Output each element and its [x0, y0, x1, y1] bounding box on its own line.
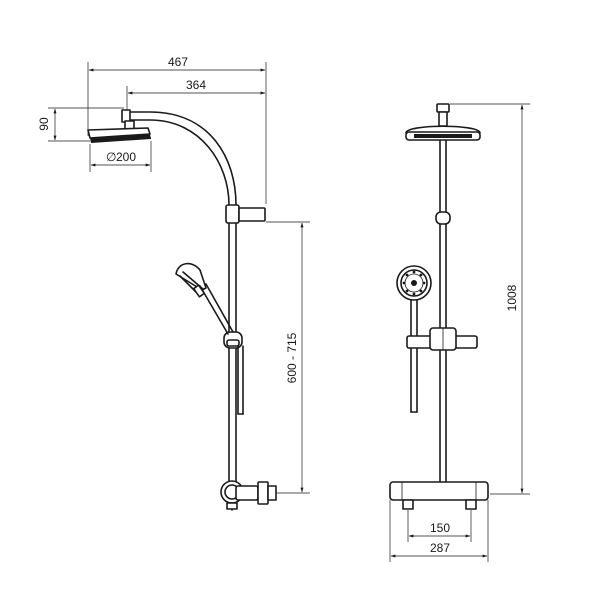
front-riser-rail	[439, 111, 447, 485]
side-mixer	[220, 480, 277, 511]
front-mixer	[389, 481, 489, 510]
dim-inlet-spacing: 150	[407, 510, 472, 542]
side-hose	[237, 345, 244, 415]
dim-total-height: 1008	[450, 103, 530, 495]
front-arm-connector	[435, 211, 451, 225]
front-hose	[410, 337, 418, 413]
hand-shower-nozzles	[402, 270, 426, 296]
label-total-height: 1008	[505, 284, 519, 311]
label-diameter-symbol: ∅	[106, 150, 116, 164]
dim-head-height: 90	[37, 107, 124, 142]
label-head-diameter: 200	[116, 150, 136, 164]
side-hand-shower	[175, 262, 234, 335]
side-riser-rail	[228, 221, 237, 489]
side-overhead-arm	[128, 111, 237, 206]
dim-head-diameter: ∅ 200	[89, 141, 152, 172]
front-rain-head	[405, 125, 481, 141]
nozzle-row	[414, 134, 472, 138]
label-arm-reach: 364	[186, 78, 206, 92]
front-view: 1008 150 287	[389, 103, 530, 562]
side-arm-connector	[225, 204, 266, 224]
dim-arm-reach: 364	[126, 78, 266, 110]
label-head-height: 90	[37, 117, 51, 131]
label-inlet-spacing: 150	[430, 521, 450, 535]
side-rain-head	[87, 127, 152, 143]
dim-mixer-width: 287	[389, 500, 489, 562]
label-mixer-width: 287	[430, 541, 450, 555]
front-hand-shower	[396, 265, 432, 339]
dim-overall-reach: 467	[87, 55, 267, 204]
front-slider	[406, 327, 478, 351]
front-top-cap	[436, 103, 450, 127]
label-overall-reach: 467	[168, 55, 188, 69]
side-view: 467 364 90 ∅ 200 600 - 715	[37, 55, 310, 511]
label-slide-range: 600 - 715	[285, 332, 299, 383]
side-slider	[223, 331, 243, 349]
dim-slide-range: 600 - 715	[266, 221, 310, 494]
